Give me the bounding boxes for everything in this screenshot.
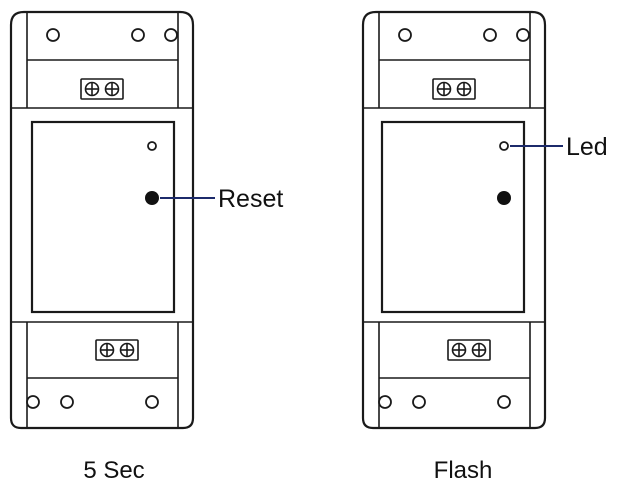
device-left-front-panel xyxy=(30,120,176,314)
reset-label: Reset xyxy=(218,185,283,213)
mounting-hole xyxy=(398,28,412,42)
mounting-hole xyxy=(131,28,145,42)
mounting-hole xyxy=(497,395,511,409)
terminal-screws-top xyxy=(80,78,124,100)
led-indicator-icon xyxy=(147,141,157,151)
mounting-hole xyxy=(516,28,530,42)
mounting-hole xyxy=(164,28,178,42)
led-label: Led xyxy=(566,133,608,161)
mounting-hole xyxy=(60,395,74,409)
device-left-housing xyxy=(9,10,195,430)
mounting-hole xyxy=(412,395,426,409)
terminal-screws-bottom xyxy=(447,339,491,361)
mounting-hole xyxy=(378,395,392,409)
mounting-hole xyxy=(145,395,159,409)
mounting-hole xyxy=(26,395,40,409)
device-left: Reset xyxy=(9,10,283,430)
mounting-hole xyxy=(46,28,60,42)
terminal-screws-bottom xyxy=(95,339,139,361)
device-right: Led xyxy=(361,10,608,430)
led-indicator-icon xyxy=(499,141,509,151)
caption-left: 5 Sec xyxy=(83,457,144,484)
caption-right: Flash xyxy=(434,457,493,484)
device-right-front-panel xyxy=(380,120,526,314)
terminal-screws-top xyxy=(432,78,476,100)
reset-button-icon[interactable] xyxy=(145,191,159,205)
device-right-housing xyxy=(361,10,547,430)
mounting-hole xyxy=(483,28,497,42)
reset-button-icon[interactable] xyxy=(497,191,511,205)
